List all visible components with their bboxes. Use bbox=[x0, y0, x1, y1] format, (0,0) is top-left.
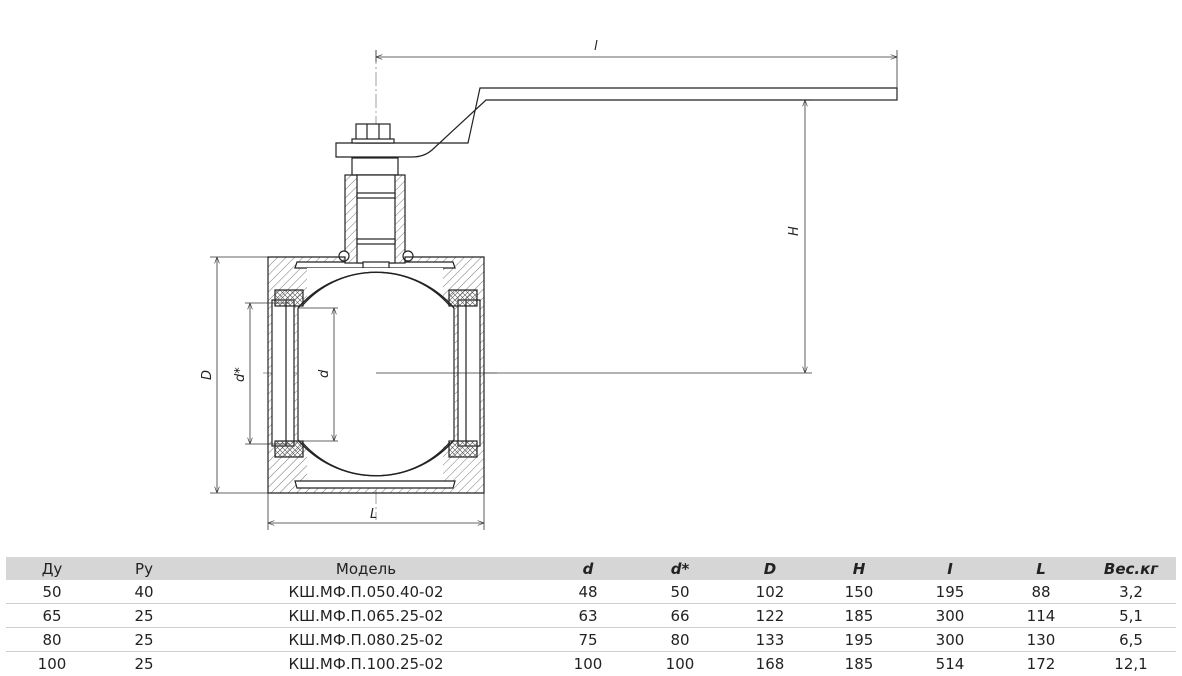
cell-pu: 25 bbox=[98, 603, 190, 628]
cell-L: 88 bbox=[996, 580, 1086, 604]
header-d-star: d* bbox=[634, 557, 726, 580]
cell-d-star: 66 bbox=[634, 603, 726, 628]
cell-D: 168 bbox=[755, 654, 785, 673]
cell-model: КШ.МФ.П.080.25-02 bbox=[190, 627, 542, 652]
cell-L: 130 bbox=[996, 627, 1086, 652]
cell-H: 185 bbox=[844, 654, 874, 673]
header-D: D bbox=[726, 557, 814, 580]
header-I: I bbox=[904, 557, 996, 580]
cell-I: 514 bbox=[935, 654, 965, 673]
cell-du: 100 bbox=[37, 654, 67, 673]
cell-L: 114 bbox=[996, 603, 1086, 628]
cell-I: 300 bbox=[904, 603, 996, 628]
table-header-row: Ду Ру Модель d d* D H I L Вес.кг bbox=[6, 557, 1176, 580]
header-pu: Ру bbox=[98, 557, 190, 580]
seat-top-right bbox=[448, 289, 478, 307]
cell-model: КШ.МФ.П.050.40-02 bbox=[190, 580, 542, 604]
label-H: H bbox=[787, 226, 802, 236]
cell-d: 75 bbox=[542, 627, 634, 652]
cell-H: 195 bbox=[814, 627, 904, 652]
cell-d: 48 bbox=[542, 580, 634, 604]
label-l: l bbox=[594, 39, 598, 54]
handle bbox=[335, 87, 898, 158]
cell-pu: 40 bbox=[98, 580, 190, 604]
cell-I: 195 bbox=[904, 580, 996, 604]
header-d: d bbox=[542, 557, 634, 580]
cell-d: 63 bbox=[542, 603, 634, 628]
cell-D: 102 bbox=[726, 580, 814, 604]
header-du: Ду bbox=[6, 557, 98, 580]
cell-weight: 12,1 bbox=[1114, 654, 1148, 673]
cell-d-star: 50 bbox=[634, 580, 726, 604]
label-d-star: d* bbox=[233, 367, 248, 382]
cell-du: 80 bbox=[6, 627, 98, 652]
header-model: Модель bbox=[190, 557, 542, 580]
header-weight: Вес.кг bbox=[1086, 557, 1176, 580]
header-L: L bbox=[996, 557, 1086, 580]
cell-d: 100 bbox=[573, 654, 603, 673]
cell-d-star: 100 bbox=[665, 654, 695, 673]
header-H: H bbox=[814, 557, 904, 580]
label-L: L bbox=[370, 507, 377, 522]
seat-top-left bbox=[274, 289, 304, 307]
stem-nut bbox=[351, 157, 399, 176]
cell-pu: 25 bbox=[98, 627, 190, 652]
cell-model: КШ.МФ.П.100.25-02 bbox=[288, 654, 444, 673]
cell-model: КШ.МФ.П.065.25-02 bbox=[190, 603, 542, 628]
cell-I: 300 bbox=[904, 627, 996, 652]
cell-D: 122 bbox=[726, 603, 814, 628]
cell-L: 172 bbox=[1026, 654, 1056, 673]
seat-bottom-right bbox=[448, 440, 478, 458]
cell-D: 133 bbox=[726, 627, 814, 652]
cell-weight: 5,1 bbox=[1086, 603, 1176, 628]
cell-du: 50 bbox=[6, 580, 98, 604]
cell-H: 150 bbox=[814, 580, 904, 604]
label-d: d bbox=[317, 369, 332, 378]
seat-bottom-left bbox=[274, 440, 304, 458]
ball-valve-drawing: l H D d* d L bbox=[200, 39, 898, 530]
cell-weight: 3,2 bbox=[1086, 580, 1176, 604]
label-D: D bbox=[200, 370, 215, 380]
table-row: 100 25 КШ.МФ.П.100.25-02 100 100 168 185 514 172… bbox=[6, 652, 1176, 676]
cell-du: 65 bbox=[6, 603, 98, 628]
cell-weight: 6,5 bbox=[1086, 627, 1176, 652]
cell-d-star: 80 bbox=[634, 627, 726, 652]
cell-pu: 25 bbox=[134, 654, 154, 673]
cell-H: 185 bbox=[814, 603, 904, 628]
